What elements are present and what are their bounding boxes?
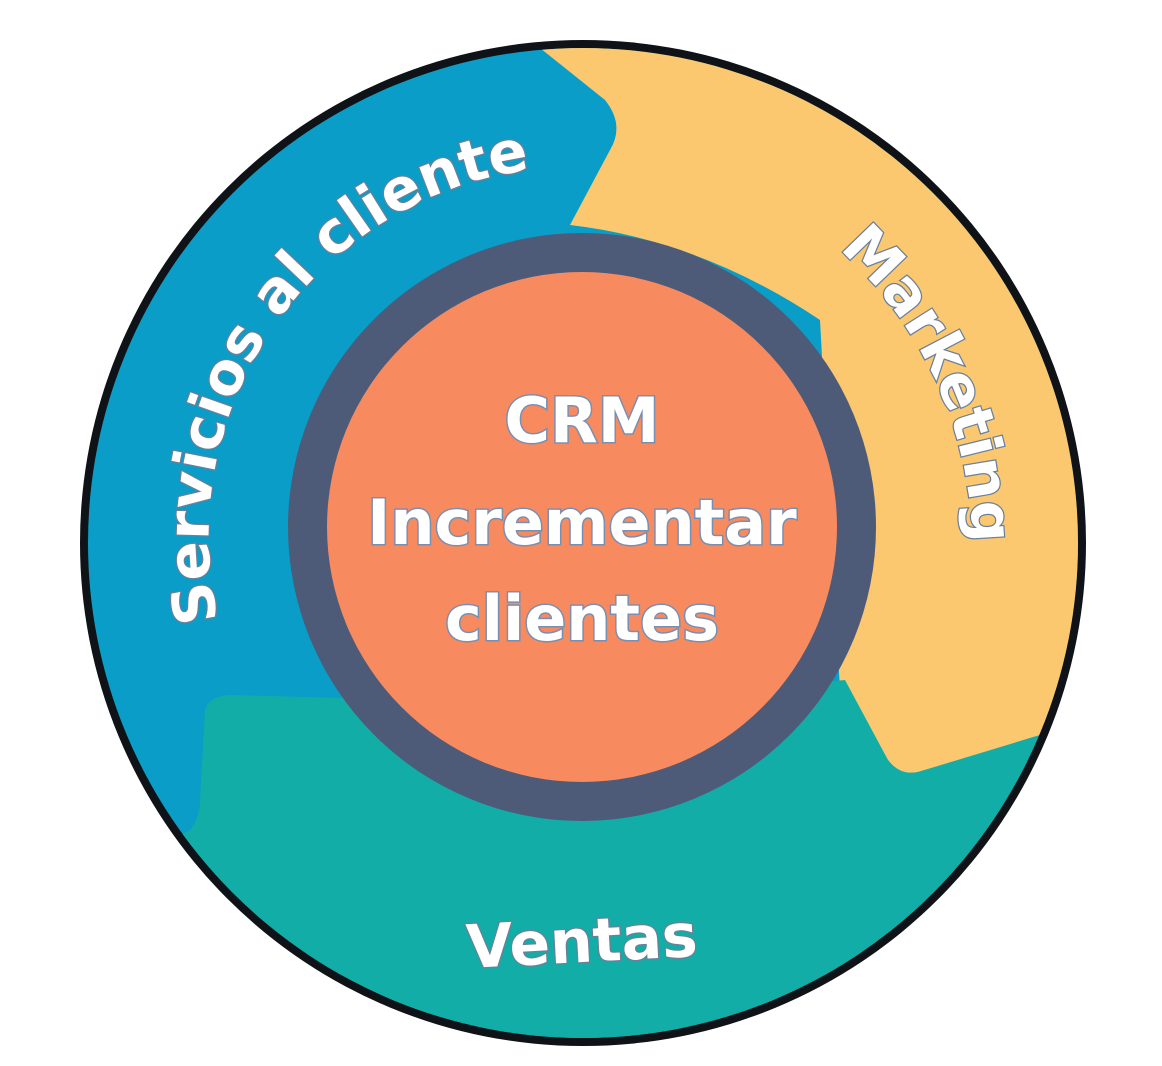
sales-label: Ventas [464, 901, 699, 983]
core-line-clientes: clientes [445, 582, 719, 655]
crm-core [327, 272, 837, 782]
core-line-incrementar: Incrementar [367, 486, 797, 559]
core-line-crm: CRM [505, 384, 660, 457]
